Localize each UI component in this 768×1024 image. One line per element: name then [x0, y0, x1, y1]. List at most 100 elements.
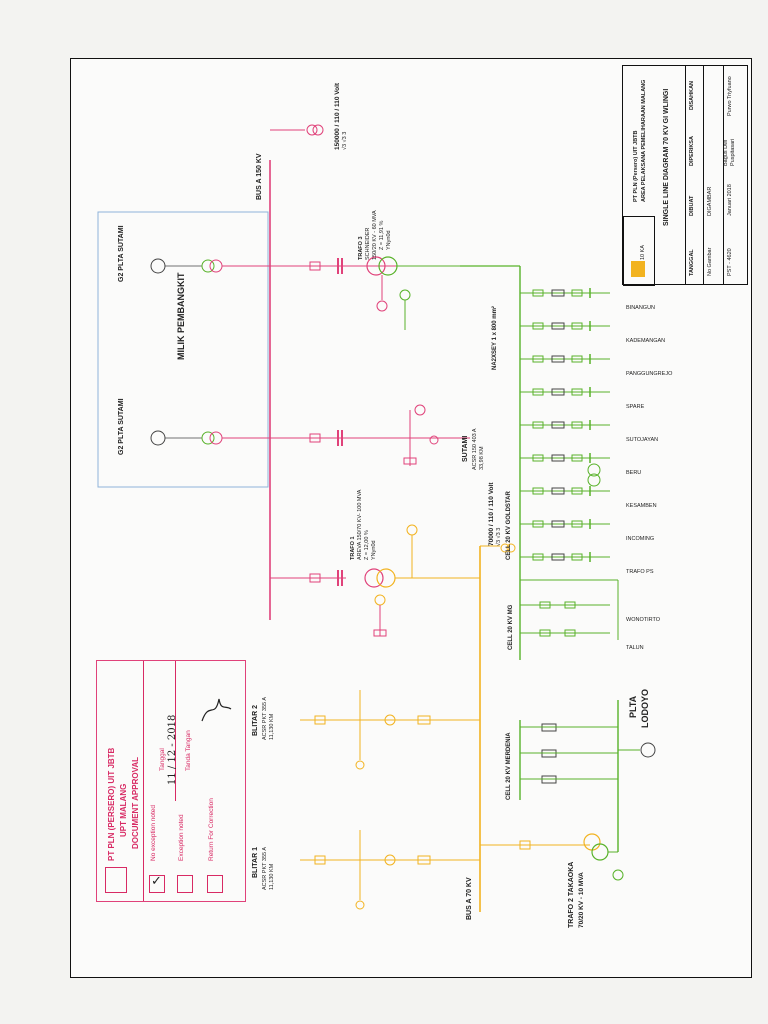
blitar1-label: BLITAR 1 — [252, 847, 259, 878]
feeder-label: SUTOJAYAN — [626, 437, 659, 443]
tb-r2-2: Bagus Dwi — [723, 139, 729, 166]
checkbox-no-exception[interactable]: ✓ — [149, 873, 165, 893]
pln-logo-icon — [631, 261, 645, 277]
checkbox-return[interactable] — [207, 875, 223, 893]
feeder-row — [520, 519, 610, 529]
cell-goldstar-label: CELL 20 KV GOLDSTAR — [506, 491, 512, 560]
feeder-label: TRAFO PS — [626, 569, 654, 575]
drawing-sheet — [70, 58, 752, 978]
trafo2-l0: TRAFO 2 TAKAOKA — [568, 861, 575, 928]
blitar2-label: BLITAR 2 — [252, 705, 259, 736]
na2xsy-label: NA2XSEY 1 x 800 mm² — [492, 306, 498, 370]
feeder-row — [520, 420, 610, 430]
feeder-label: KESAMBEN — [626, 503, 657, 509]
trafo1-l1: AREVA 150/70 KV- 100 MVA — [357, 489, 363, 560]
generator-1-label: G2 PLTA SUTAMI — [118, 225, 125, 282]
tb-r2-3: Puspitasari — [730, 138, 736, 166]
trafo1-l2: Z = 12,00 % — [364, 530, 370, 560]
sutami-sub: ACSR 150 403 A — [472, 428, 478, 470]
feeder-label: PANGGUNGREJO — [626, 371, 673, 377]
stamp-line3: DOCUMENT APPROVAL — [131, 757, 140, 849]
tb-org1: PT PLN (Persero) UIT JBTB — [633, 130, 639, 202]
feeder-row — [520, 354, 610, 364]
mg-feeder-row — [520, 601, 610, 609]
bus150-pt-label: 150000 / 110 / 110 Volt — [334, 82, 341, 150]
tb-h3: DISAHKAN — [689, 80, 695, 110]
feeder-group — [520, 288, 610, 562]
tb-title: SINGLE LINE DIAGRAM 70 KV GI WLINGI — [663, 88, 670, 226]
plant-box — [97, 211, 269, 488]
feeder-label: BERU — [626, 470, 642, 476]
trafo1-l0: TRAFO 1 — [350, 536, 356, 560]
mg-feeder-group — [520, 601, 610, 637]
bus150-label: BUS A 150 KV — [256, 153, 263, 200]
check-mark-icon: ✓ — [151, 873, 162, 888]
trafo2-l1: 70/20 KV - 10 MVA — [578, 872, 585, 928]
cell-merdenia-label: CELL 20 KV MERDENIA — [506, 732, 512, 800]
title-block: PT PLN (Persero) UIT JBTB AREA PELAKSANA… — [622, 65, 748, 286]
cell-mg-label: CELL 20 KV MG — [508, 604, 514, 650]
trafo1-l3: YNyn0d — [371, 540, 377, 560]
feeder-row — [520, 321, 610, 331]
tb-r1-0: No Gambar — [707, 247, 713, 276]
sutami-line-bay — [270, 404, 470, 466]
stamp-line1: PT PLN (PERSERO) UIT JBTB — [107, 747, 116, 861]
blitar2-sub: ACSR PKT 355 A — [262, 696, 268, 740]
feeder-label: KADEMANGAN — [626, 338, 666, 344]
tb-r2-4: Purwo Triyfuano — [727, 76, 733, 116]
stamp-opt2: Exception noted — [178, 814, 185, 861]
bus70-pt-label: 70000 / 110 / 110 Volt — [488, 482, 495, 546]
blitar2-km: 11,130 KM — [269, 713, 275, 740]
feeder-row — [520, 288, 610, 298]
feeder-row — [520, 486, 610, 496]
plta-label: PLTA — [628, 695, 638, 718]
tb-org2: AREA PELAKSANA PEMELIHARAAN MALANG — [641, 79, 647, 202]
sutami-km: 33,98 KM — [479, 446, 485, 470]
tb-h2: DIPERIKSA — [689, 136, 695, 166]
generator-bay-2 — [150, 430, 270, 446]
sutami-label: SUTAMI — [462, 435, 469, 462]
feeder-row — [520, 453, 610, 463]
bus70-pt-sub: √3 √3 3 — [496, 527, 502, 546]
generator-icon — [150, 430, 166, 446]
trafo-ps-icon — [587, 463, 601, 487]
trafo3-l2: 150/20 KV - 60 MVA — [372, 210, 378, 260]
tb-h0: TANGGAL — [689, 249, 695, 276]
stamp-line2: UPT MALANG — [119, 783, 128, 837]
tb-h1: DIBUAT — [689, 195, 695, 216]
trafo3-l3: Z = 11,91 % — [379, 220, 385, 250]
stamp-opt3: Return For Correction — [208, 798, 215, 861]
bus150-pt-sub: √3 √3 3 — [342, 131, 348, 150]
bus70-label: BUS A 70 KV — [466, 877, 473, 920]
stamp-opt1: No exception noted — [150, 804, 157, 861]
feeder-label: SPARE — [626, 404, 645, 410]
mg-feeder-label: WONOTIRTO — [626, 617, 661, 623]
stamp-ttd-label: Tanda Tangan — [185, 730, 192, 771]
tb-r2-1: Januari 2018 — [727, 184, 733, 216]
feeder-row — [520, 387, 610, 397]
mg-feeder-label: TALUN — [626, 645, 644, 651]
tb-r2-0: PST - 4620 — [727, 248, 733, 276]
trafo3-bay — [270, 256, 460, 330]
stamp-tanggal-value: 11 / 12 - 2018 — [167, 714, 178, 785]
checkbox-exception[interactable] — [177, 875, 193, 893]
generator-2-label: G2 PLTA SUTAMI — [118, 398, 125, 455]
stamp-tanggal-label: Tanggal — [159, 748, 166, 771]
pln-logo-icon — [105, 867, 127, 893]
blitar1-sub: ACSR PKT 355 A — [262, 846, 268, 890]
blitar2-bay — [300, 690, 480, 770]
signature-icon — [201, 698, 232, 722]
plta-lodoyo-generator-icon — [640, 742, 656, 758]
trafo3-l4: YNyn0d — [386, 230, 392, 250]
generator-icon — [150, 258, 166, 274]
feeder-label: INCOMING — [626, 536, 655, 542]
trafo3-l1: SCHNEIDER — [365, 227, 371, 260]
approval-stamp: PT PLN (PERSERO) UIT JBTB UPT MALANG DOC… — [96, 660, 246, 902]
feeder-row — [520, 552, 610, 562]
trafo3-l0: TRAFO 3 — [358, 236, 364, 260]
generator-bay-1 — [150, 258, 270, 274]
trafo2-bay — [480, 700, 624, 881]
blitar1-bay — [300, 830, 480, 910]
blitar1-km: 11,130 KM — [269, 863, 275, 890]
